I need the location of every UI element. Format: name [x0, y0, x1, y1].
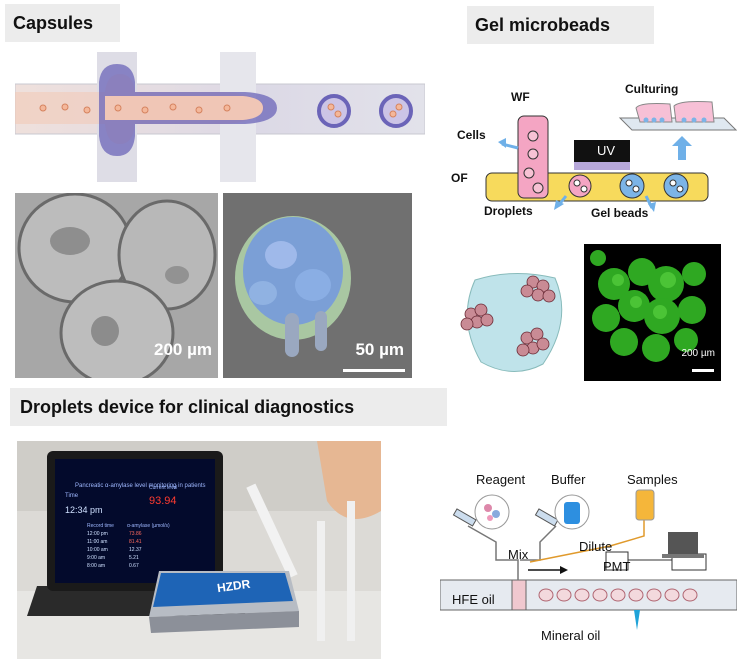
screen-time-label: Time: [65, 493, 79, 499]
mineral-oil-label: Mineral oil: [541, 628, 601, 643]
wf-label: WF: [511, 90, 530, 104]
scalebar-label: 200 µm: [154, 340, 212, 359]
syringe-icon: [452, 508, 477, 527]
gel-beads-label: Gel beads: [591, 206, 649, 220]
screen-row-value: 81.41: [129, 539, 142, 545]
droplets-title: Droplets device for clinical diagnostics: [20, 396, 355, 417]
buffer-label: Buffer: [551, 472, 586, 487]
screen-title: Pancreatic α-amylase level monitoring in…: [75, 483, 206, 489]
screen-time-value: 12:34 pm: [65, 505, 103, 515]
screen-row-value: 12.37: [129, 547, 142, 553]
scalebar: [692, 369, 714, 372]
gel-title: Gel microbeads: [475, 14, 611, 35]
capsule-brightfield-micrograph: 200 µm: [15, 193, 218, 378]
screen-current-value: 93.94: [149, 495, 177, 507]
screen-row-value: 73.86: [129, 531, 142, 537]
gel-bead-cluster-illustration: [460, 273, 563, 373]
screen-row-time: 9:00 am: [87, 555, 106, 561]
pmt-label: PMT: [603, 559, 631, 574]
droplets-label: Droplets: [484, 204, 533, 218]
screen-col2: α-amylase (µmol/s): [127, 523, 170, 529]
gel-header: Gel microbeads: [467, 6, 654, 44]
screen-row-value: 5.21: [129, 555, 139, 561]
hfe-oil-label: HFE oil: [452, 592, 495, 607]
capsules-title: Capsules: [13, 12, 94, 33]
screen-row-value: 0.67: [129, 563, 139, 569]
capsules-header: Capsules: [5, 4, 120, 42]
capsule-fluorescence-micrograph: 50 µm: [223, 193, 412, 378]
screen-row-time: 12:00 pm: [87, 531, 108, 537]
capsule-icon: [379, 94, 413, 128]
screen-current-label: Current level: [149, 485, 178, 491]
gel-microbeads-diagram: [485, 101, 737, 212]
of-label: OF: [451, 171, 468, 185]
reagent-label: Reagent: [476, 472, 526, 487]
screen-row-time: 10:00 am: [87, 547, 108, 553]
device-photo: Pancreatic α-amylase level monitoring in…: [17, 441, 381, 659]
droplets-header: Droplets device for clinical diagnostics: [10, 388, 447, 426]
scalebar-label: 50 µm: [355, 340, 404, 359]
uv-label: UV: [597, 143, 616, 158]
mix-label: Mix: [508, 547, 529, 562]
culturing-label: Culturing: [625, 82, 679, 96]
droplet-workflow-diagram: [440, 489, 737, 630]
screen-row-time: 8:00 am: [87, 563, 106, 569]
capsule-icon: [317, 94, 351, 128]
gel-fluorescence-micrograph: 200 µm: [584, 244, 721, 381]
capsule-channel-diagram: [15, 52, 425, 182]
screen-col1: Record time: [87, 523, 114, 529]
screen-row-time: 11:00 am: [87, 539, 108, 545]
cells-label: Cells: [457, 128, 486, 142]
syringe-icon: [534, 508, 559, 527]
scalebar: [343, 369, 405, 372]
dilute-label: Dilute: [579, 539, 613, 554]
scalebar-label: 200 µm: [681, 348, 715, 359]
samples-label: Samples: [627, 472, 678, 487]
